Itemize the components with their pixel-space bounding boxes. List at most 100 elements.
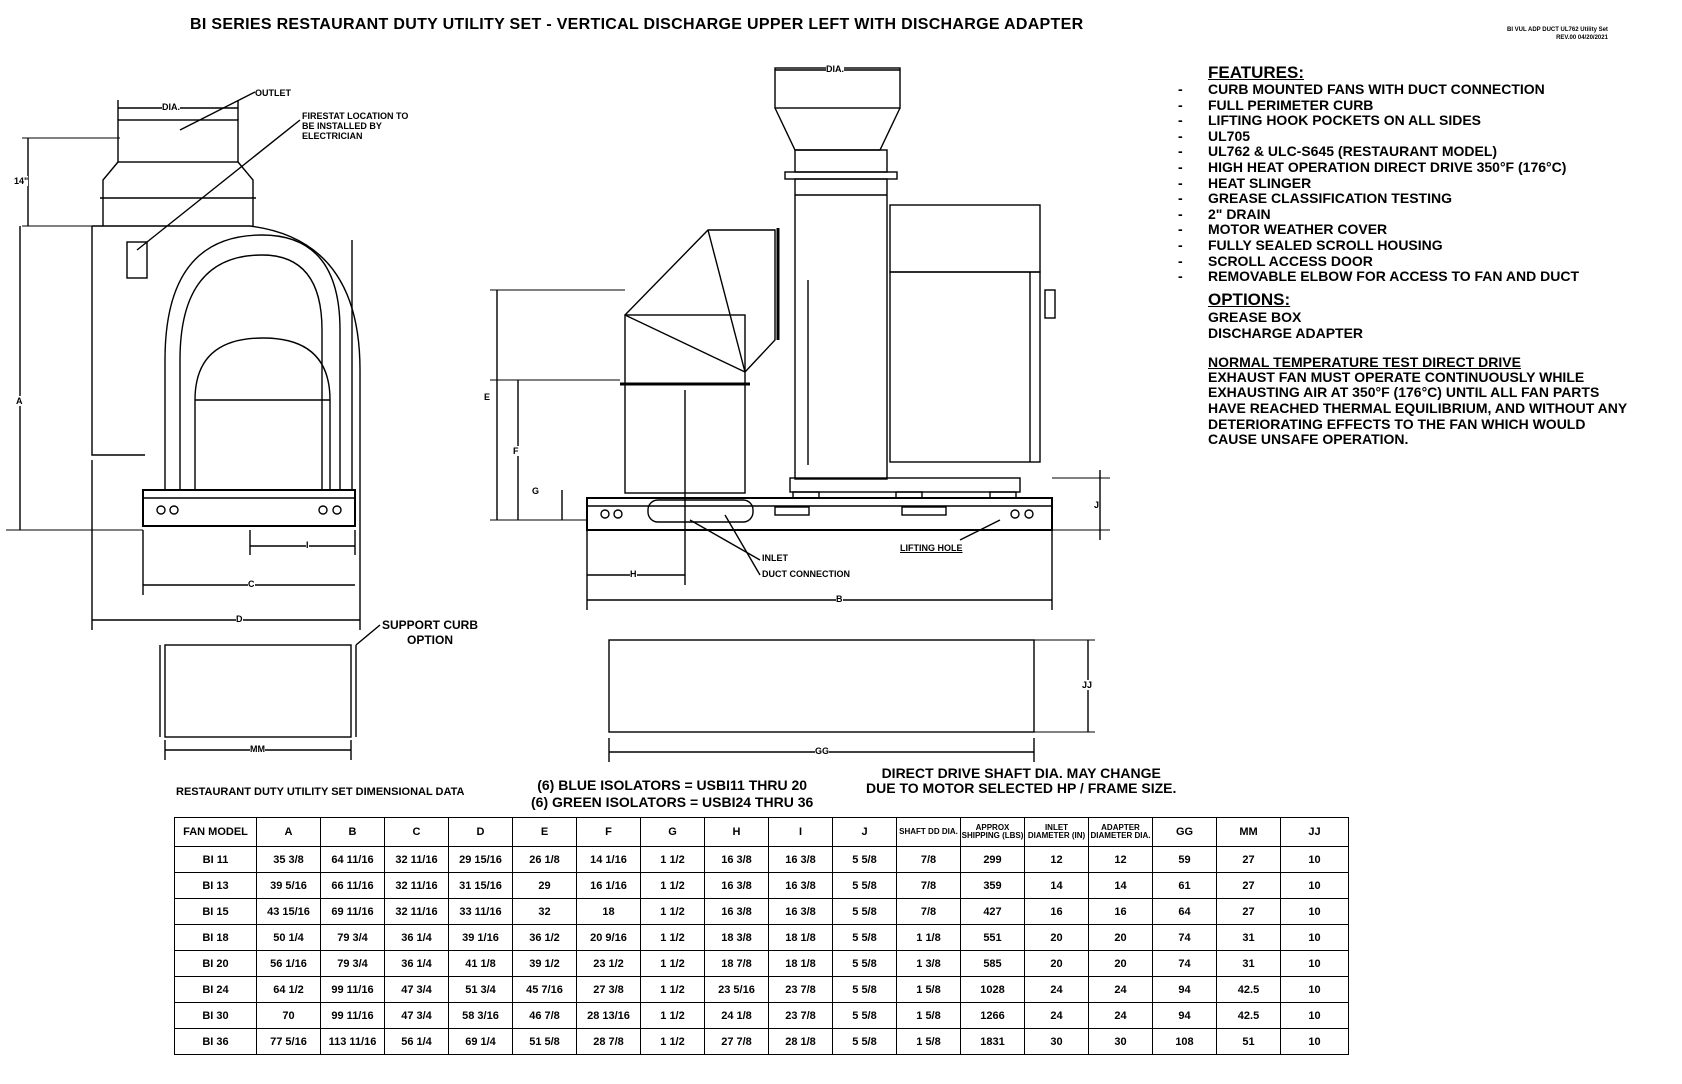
discharge-adapter [774, 67, 901, 109]
table-cell: 27 [1216, 898, 1281, 925]
table-cell: 36 1/2 [512, 924, 577, 951]
label-dim-14: 14" [14, 176, 29, 186]
table-row-model: BI 20 [174, 950, 257, 977]
table-header-cell: D [448, 817, 513, 847]
table-cell: 39 5/16 [256, 872, 321, 899]
table-cell: 10 [1280, 898, 1349, 925]
table-cell: 58 3/16 [448, 1002, 513, 1029]
table-header-cell: JJ [1280, 817, 1349, 847]
table-cell: 20 [1024, 950, 1089, 977]
table-cell: 551 [960, 924, 1025, 951]
table-cell: 16 3/8 [704, 872, 769, 899]
table-cell: 12 [1024, 846, 1089, 873]
table-cell: 32 [512, 898, 577, 925]
label-a: A [16, 396, 23, 406]
table-header-cell: SHAFT DD DIA. [896, 817, 961, 847]
table-cell: 108 [1152, 1028, 1217, 1055]
table-cell: 50 1/4 [256, 924, 321, 951]
table-cell: 1266 [960, 1002, 1025, 1029]
table-cell: 18 [576, 898, 641, 925]
table-cell: 113 11/16 [320, 1028, 385, 1055]
table-cell: 1 1/2 [640, 950, 705, 977]
outlet-transition [102, 161, 254, 226]
table-cell: 69 11/16 [320, 898, 385, 925]
table-cell: 20 [1088, 950, 1153, 977]
feature-item: FULLY SEALED SCROLL HOUSING [1178, 237, 1678, 254]
table-row-model: BI 11 [174, 846, 257, 873]
table-row-model: BI 30 [174, 1002, 257, 1029]
option-item: DISCHARGE ADAPTER [1208, 324, 1364, 341]
label-d: D [236, 614, 243, 624]
label-support-curb: SUPPORT CURB OPTION [382, 618, 478, 648]
table-cell: 5 5/8 [832, 872, 897, 899]
table-cell: 1 1/2 [640, 872, 705, 899]
table-cell: 16 [1024, 898, 1089, 925]
table-cell: 10 [1280, 1002, 1349, 1029]
table-cell: 47 3/4 [384, 976, 449, 1003]
table-cell: 79 3/4 [320, 924, 385, 951]
table-cell: 10 [1280, 872, 1349, 899]
table-cell: 10 [1280, 924, 1349, 951]
table-cell: 18 7/8 [704, 950, 769, 977]
table-row-model: BI 24 [174, 976, 257, 1003]
table-cell: 66 11/16 [320, 872, 385, 899]
table-cell: 79 3/4 [320, 950, 385, 977]
isolators-note: (6) BLUE ISOLATORS = USBI11 THRU 20 (6) … [531, 777, 813, 811]
table-cell: 5 5/8 [832, 924, 897, 951]
vertical-stack [794, 178, 888, 480]
table-cell: 36 1/4 [384, 924, 449, 951]
table-header-cell: GG [1152, 817, 1217, 847]
table-cell: 585 [960, 950, 1025, 977]
table-header-cell: E [512, 817, 577, 847]
side-base [586, 497, 1053, 531]
table-cell: 28 1/8 [768, 1028, 833, 1055]
feature-item: SCROLL ACCESS DOOR [1178, 253, 1678, 270]
label-duct-connection: DUCT CONNECTION [762, 569, 850, 579]
removable-elbow [624, 229, 776, 373]
feature-item: REMOVABLE ELBOW FOR ACCESS TO FAN AND DU… [1178, 269, 1678, 285]
table-cell: 46 7/8 [512, 1002, 577, 1029]
feature-item: HEAT SLINGER [1178, 175, 1678, 192]
table-cell: 1 1/2 [640, 976, 705, 1003]
table-cell: 51 5/8 [512, 1028, 577, 1055]
table-cell: 26 1/8 [512, 846, 577, 873]
table-row-model: BI 18 [174, 924, 257, 951]
table-cell: 14 [1024, 872, 1089, 899]
table-cell: 42.5 [1216, 976, 1281, 1003]
table-header-cell: INLET DIAMETER (IN) [1024, 817, 1089, 847]
table-cell: 18 3/8 [704, 924, 769, 951]
table-cell: 1 1/8 [896, 924, 961, 951]
table-cell: 10 [1280, 950, 1349, 977]
table-header-cell: A [256, 817, 321, 847]
label-lifting-hole: LIFTING HOLE [900, 543, 963, 553]
table-cell: 24 [1024, 1002, 1089, 1029]
table-cell: 1028 [960, 976, 1025, 1003]
table-cell: 39 1/16 [448, 924, 513, 951]
table-cell: 39 1/2 [512, 950, 577, 977]
table-cell: 16 1/16 [576, 872, 641, 899]
table-cell: 41 1/8 [448, 950, 513, 977]
table-header-cell: FAN MODEL [174, 817, 257, 847]
table-cell: 24 [1024, 976, 1089, 1003]
table-cell: 16 3/8 [704, 898, 769, 925]
label-inlet: INLET [762, 553, 788, 563]
firestat-box [126, 241, 148, 279]
table-cell: 42.5 [1216, 1002, 1281, 1029]
table-cell: 74 [1152, 924, 1217, 951]
table-cell: 29 15/16 [448, 846, 513, 873]
table-cell: 23 7/8 [768, 976, 833, 1003]
isolators-line-1: (6) BLUE ISOLATORS = USBI11 THRU 20 [537, 777, 808, 793]
table-cell: 32 11/16 [384, 898, 449, 925]
feature-item: CURB MOUNTED FANS WITH DUCT CONNECTION [1178, 81, 1678, 98]
shaft-note-line-2: DUE TO MOTOR SELECTED HP / FRAME SIZE. [866, 780, 1177, 796]
table-cell: 359 [960, 872, 1025, 899]
table-cell: 61 [1152, 872, 1217, 899]
feature-item: UL762 & ULC-S645 (RESTAURANT MODEL) [1178, 144, 1678, 160]
note-title: NORMAL TEMPERATURE TEST DIRECT DRIVE [1208, 353, 1521, 370]
table-cell: 7/8 [896, 898, 961, 925]
label-outlet: OUTLET [255, 88, 291, 98]
